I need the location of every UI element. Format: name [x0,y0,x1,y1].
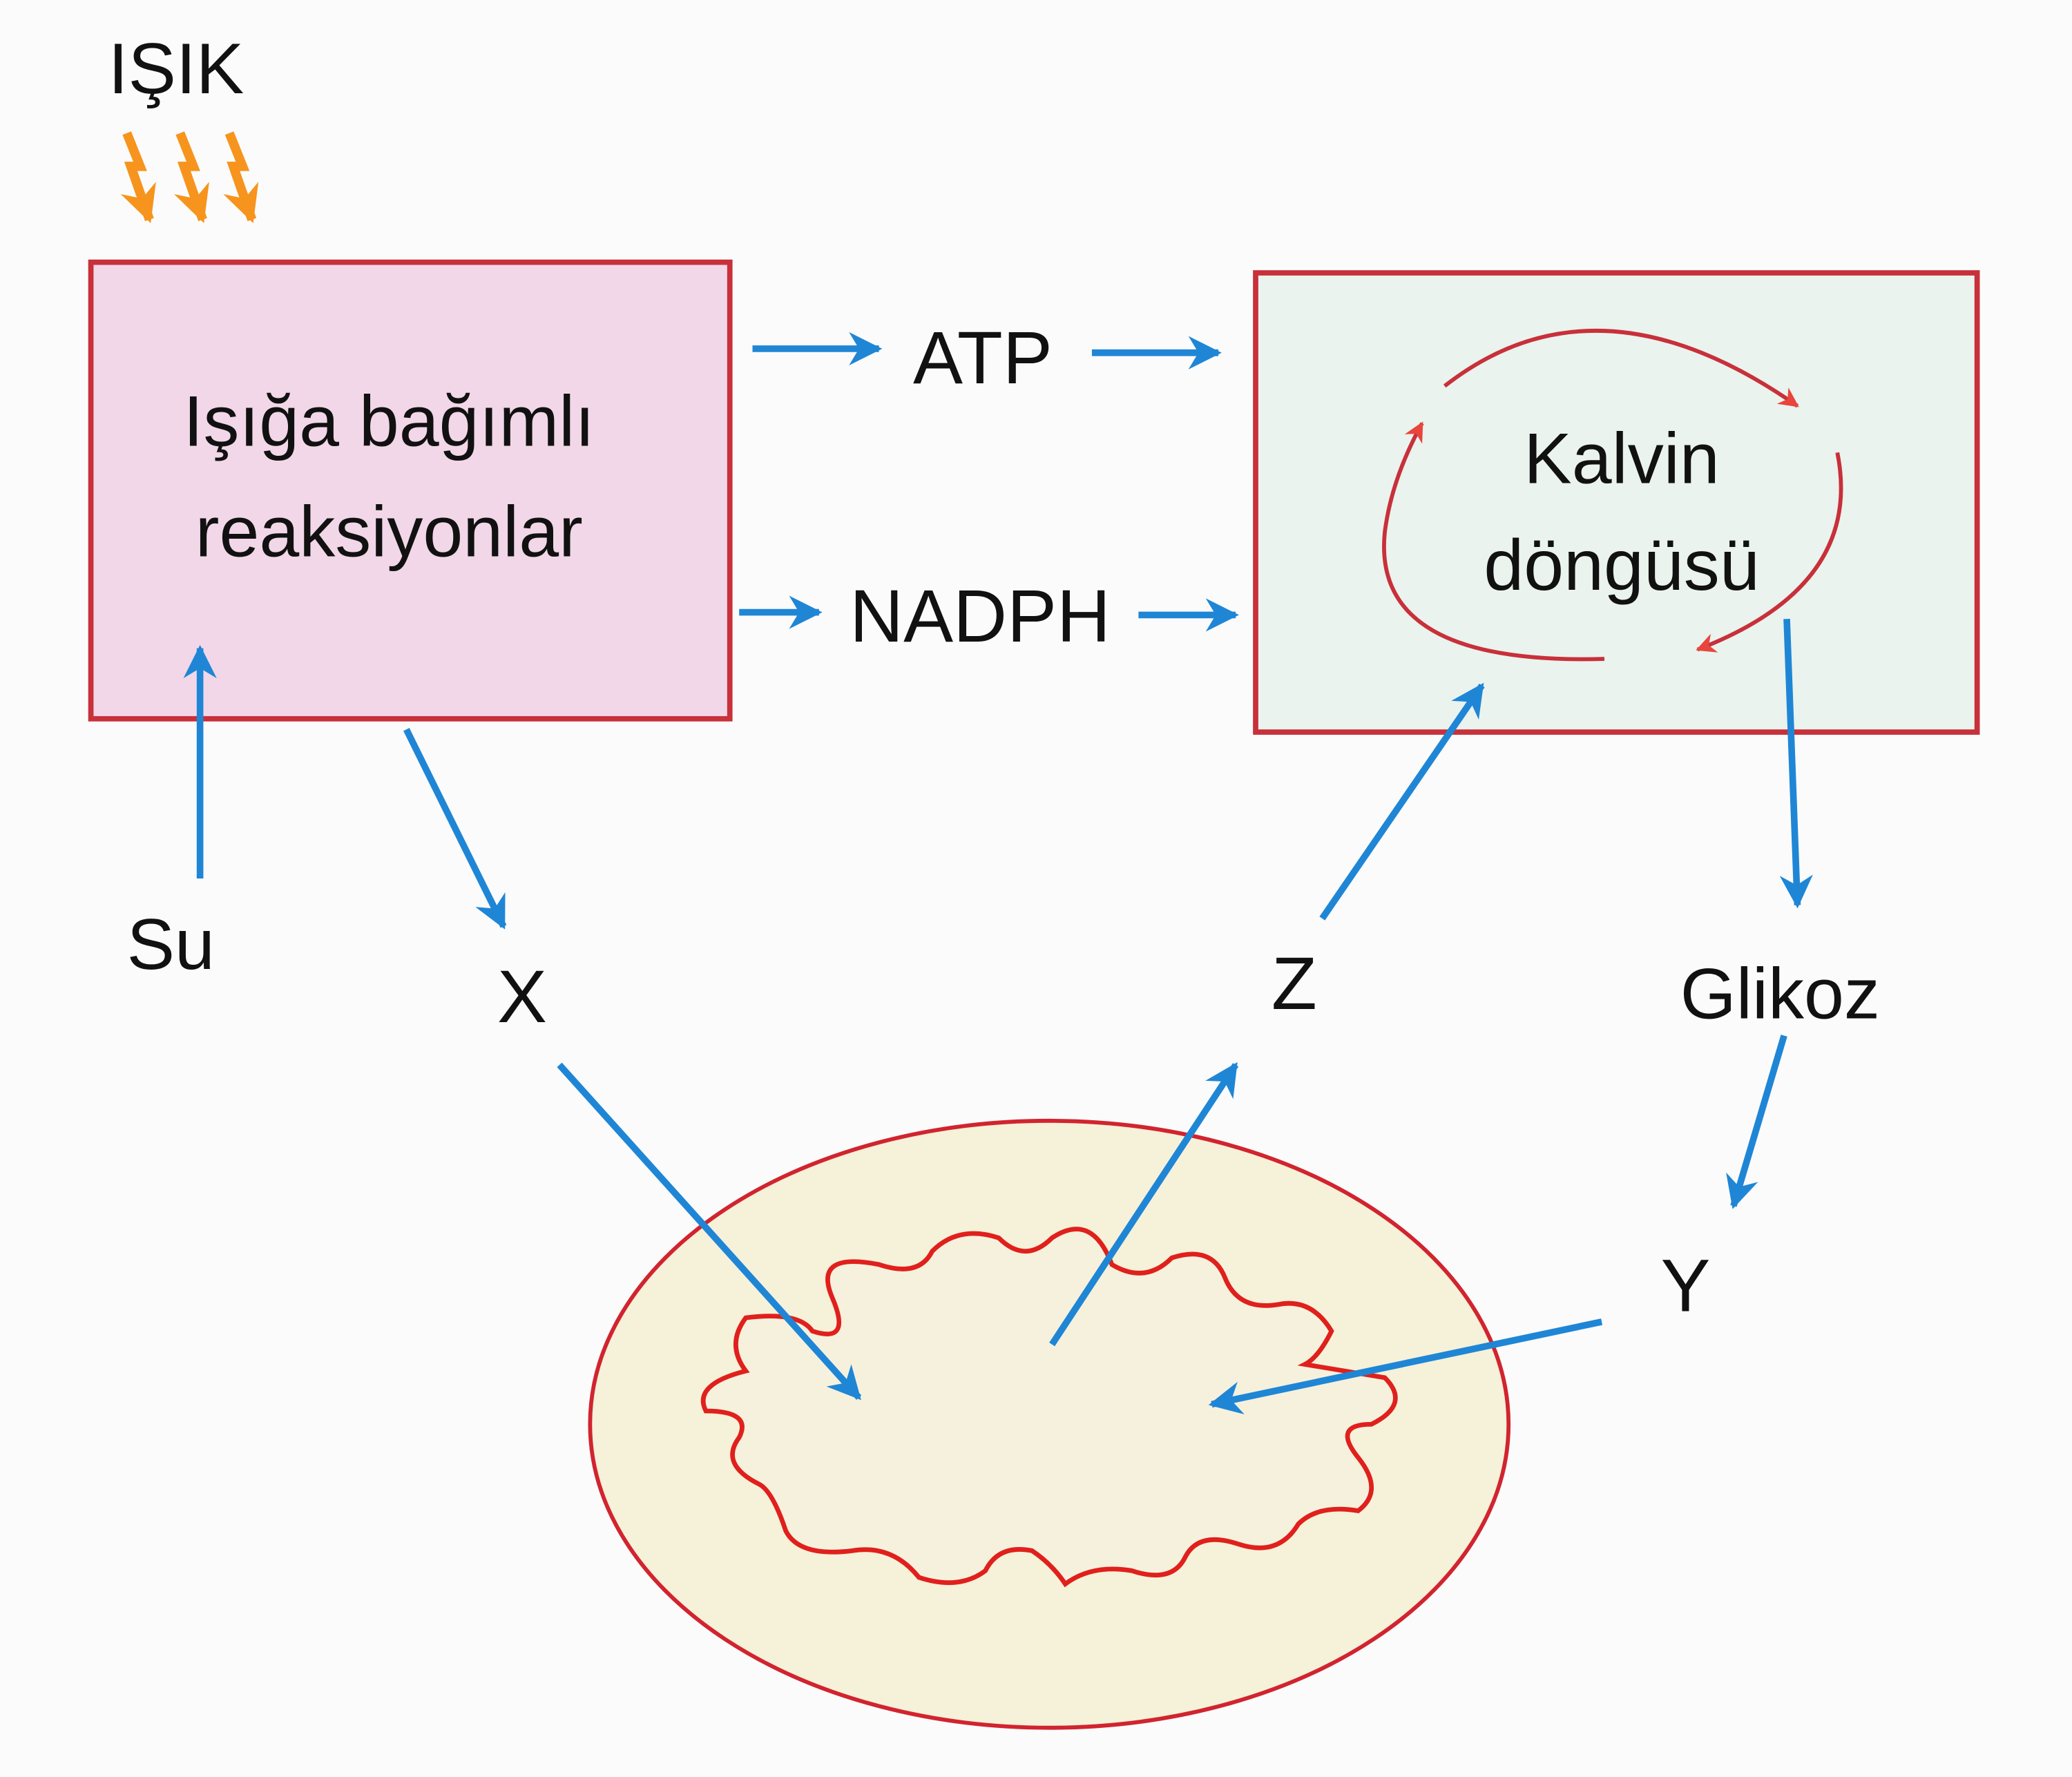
x-label: X [497,954,547,1038]
glucose-label: Glikoz [1680,954,1880,1034]
calvin-label-line1: Kalvin [1524,419,1719,499]
arrow-z-to-calvin [1319,682,1485,921]
arrow-y-to-mitochondrion [1208,1318,1603,1414]
light-reactions-label-line1: Işığa bağımlı [183,382,595,462]
cycle-arrows-icon [1382,329,1843,662]
light-reactions-box [88,259,733,722]
arrow-x-to-mitochondrion [557,1062,862,1401]
y-label: Y [1661,1243,1711,1327]
calvin-cycle-box [1253,270,1980,735]
arrow-to-glucose [1779,619,1813,909]
light-rays-icon [120,131,259,224]
arrow-to-x [403,728,507,930]
nadph-label: NADPH [850,574,1111,657]
z-label: Z [1272,941,1317,1025]
calvin-label-line2: döngüsü [1484,526,1759,606]
arrow-glucose-to-y [1726,1035,1787,1209]
mitochondrion-inner-membrane [700,1227,1398,1588]
light-label: IŞIK [108,29,244,109]
light-reactions-label-line2: reaksiyonlar [195,492,583,573]
water-label: Su [127,905,215,985]
arrow-mitochondrion-to-z [1049,1062,1239,1347]
atp-label: ATP [913,316,1053,399]
